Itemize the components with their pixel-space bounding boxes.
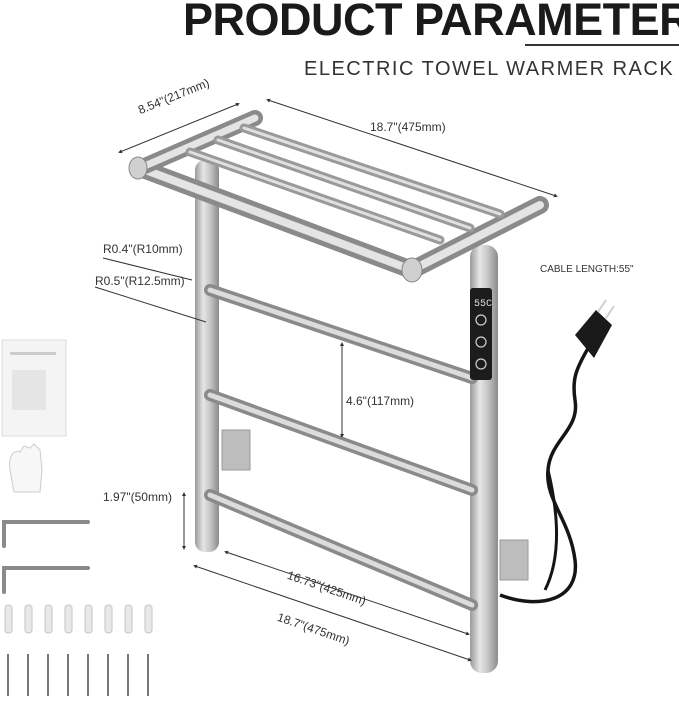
hex-key-icon xyxy=(2,520,90,594)
gloves-icon xyxy=(9,443,43,493)
screw-icons xyxy=(7,654,149,696)
cable-length-label: CABLE LENGTH:55" xyxy=(540,264,634,275)
power-cable xyxy=(499,344,592,604)
timer-icon[interactable] xyxy=(475,314,487,326)
dimension-lines xyxy=(94,98,558,662)
shelf-width-label: 18.7"(475mm) xyxy=(370,120,446,134)
page-subtitle: ELECTRIC TOWEL WARMER RACK xyxy=(304,58,675,80)
bottom-gap-label: 1.97"(50mm) xyxy=(103,490,172,504)
plug xyxy=(575,299,615,358)
page-title: PRODUCT PARAMETER xyxy=(183,0,679,45)
manual-icon xyxy=(1,339,67,437)
radius-large-label: R0.5"(R12.5mm) xyxy=(95,274,185,288)
temperature-display: 55C xyxy=(474,299,492,310)
left-wall-bracket xyxy=(221,429,251,471)
control-panel: 55C xyxy=(470,288,492,380)
bar-spacing-label: 4.6"(117mm) xyxy=(346,394,415,408)
right-wall-bracket xyxy=(499,539,529,581)
wall-anchor-icons xyxy=(4,604,153,634)
heat-icon[interactable] xyxy=(475,336,487,348)
left-post xyxy=(195,160,219,552)
power-icon[interactable] xyxy=(475,358,487,370)
title-divider xyxy=(525,44,679,46)
radius-small-label: R0.4"(R10mm) xyxy=(103,242,183,256)
